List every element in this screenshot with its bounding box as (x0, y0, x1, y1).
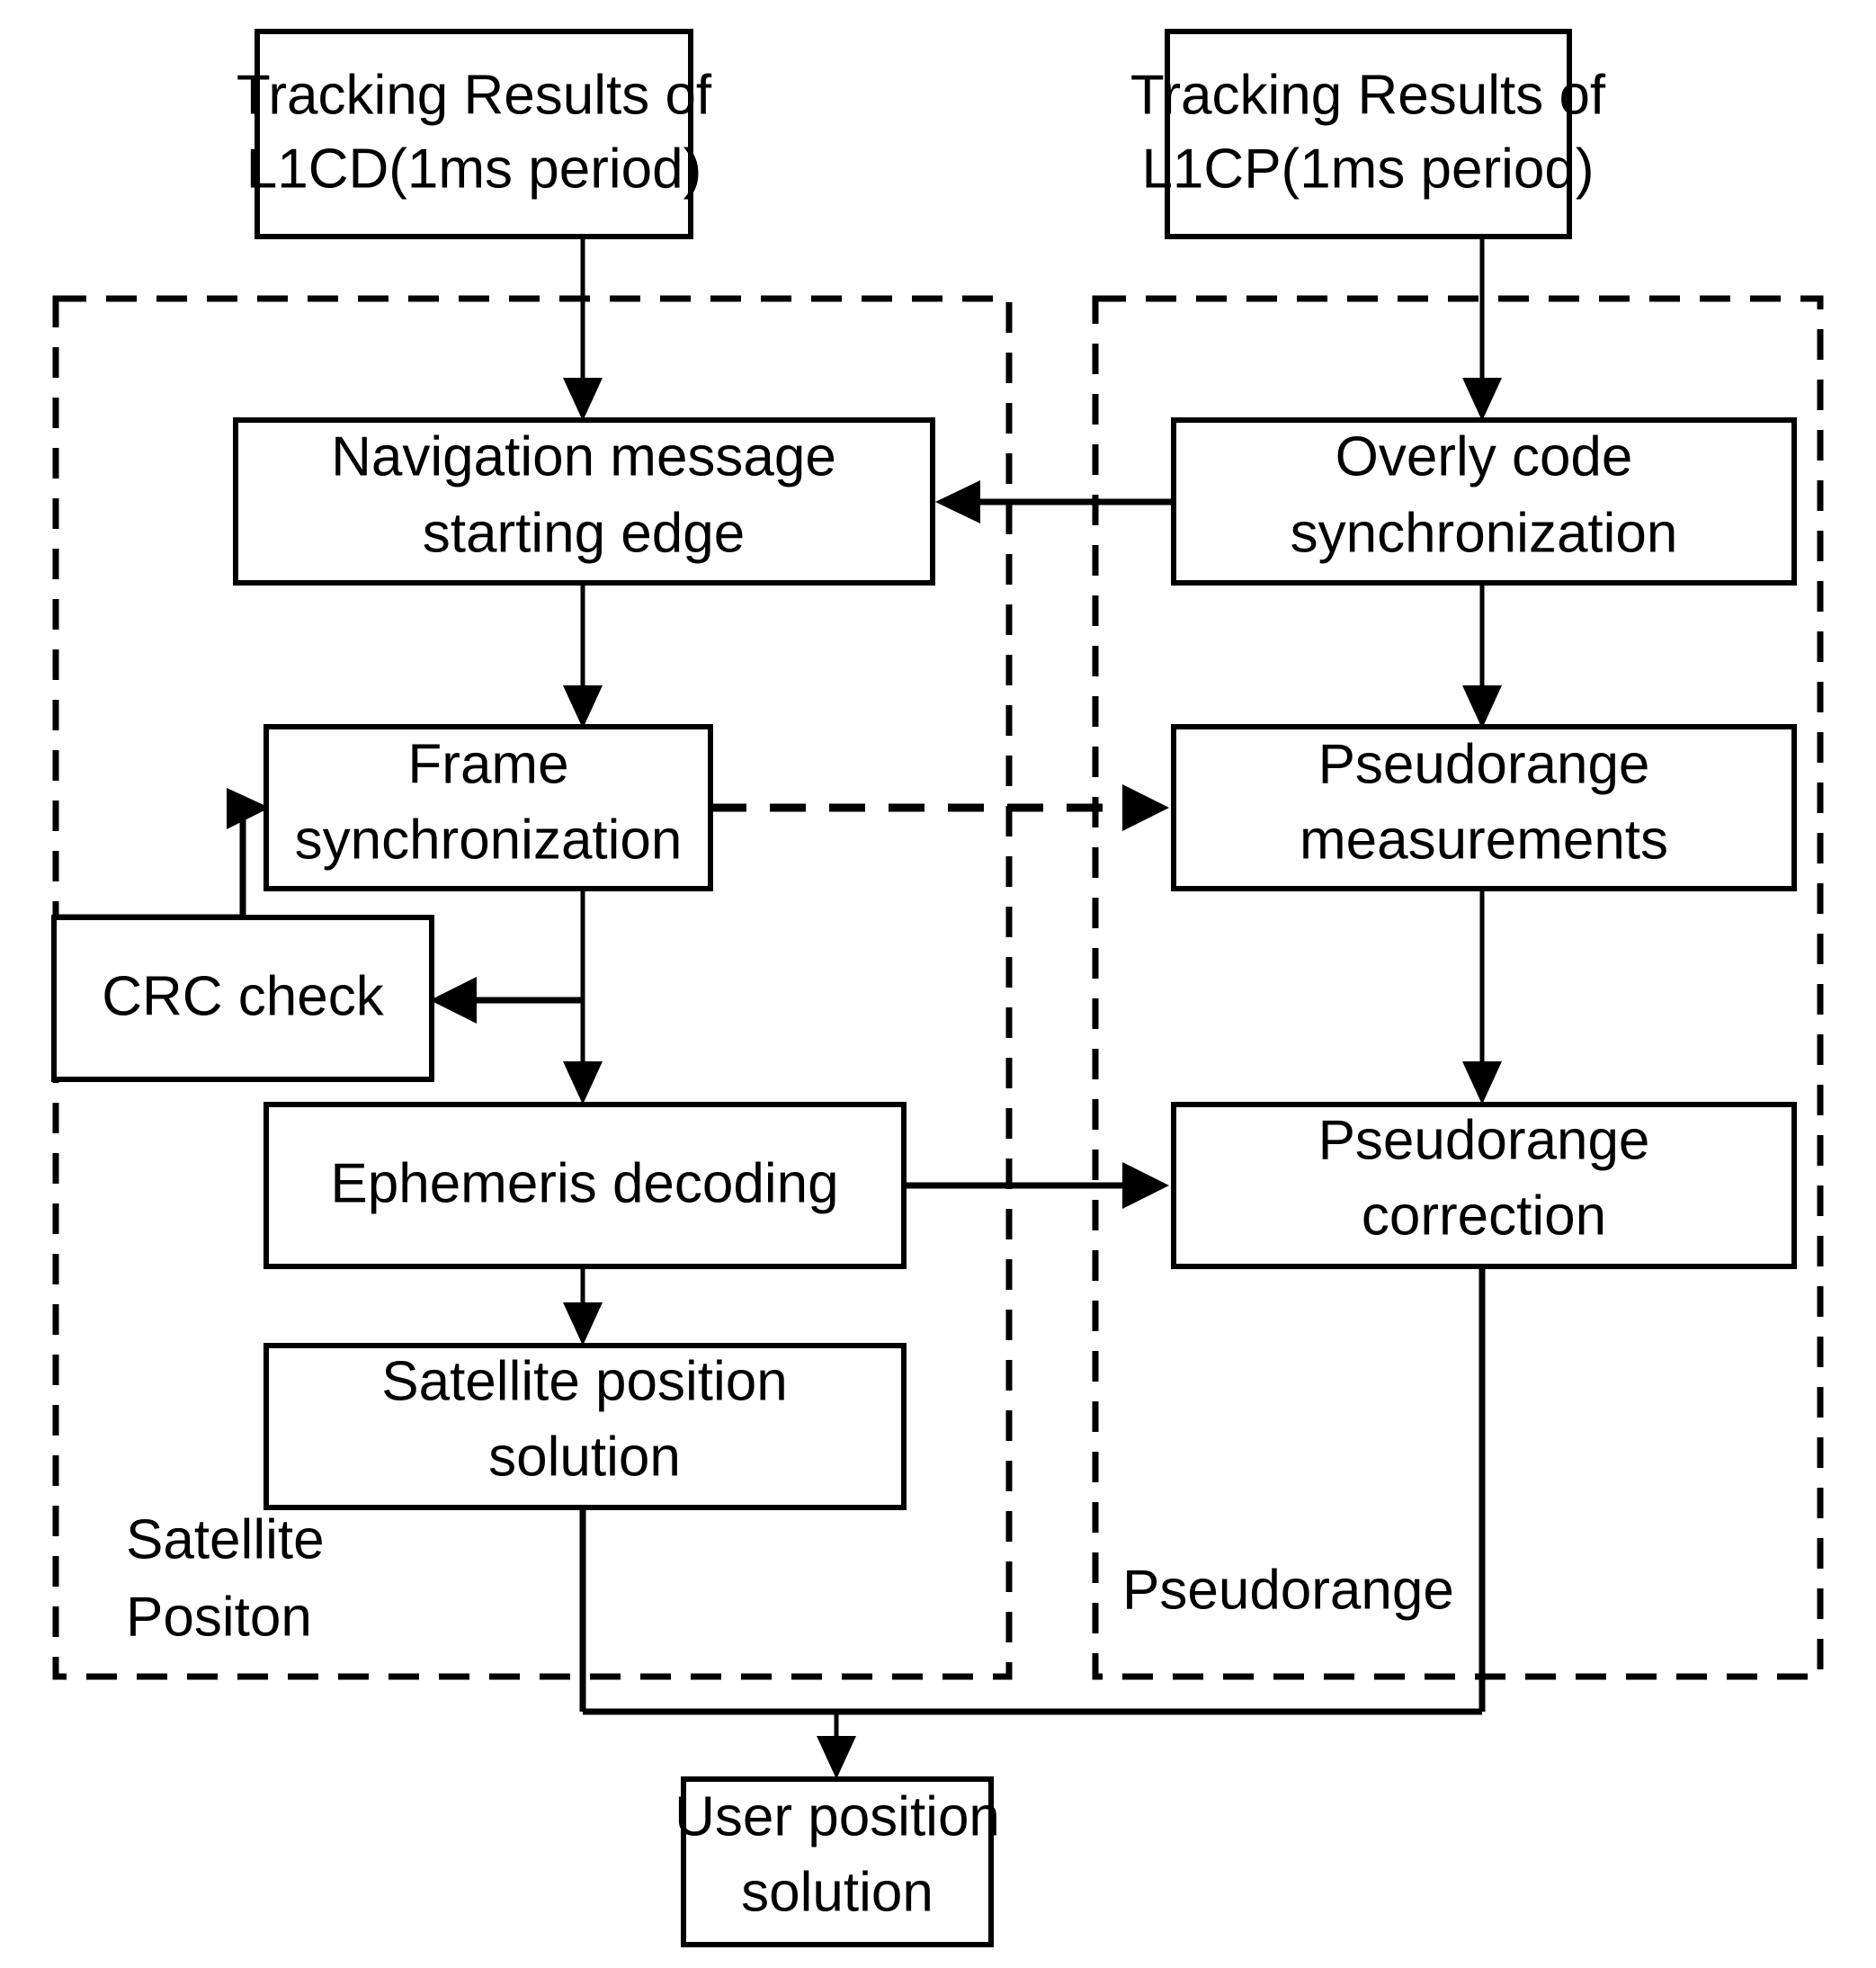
node-frame-synchronization[interactable]: Frame synchronization (264, 724, 713, 891)
node-user-pos-line2: solution (741, 1861, 934, 1923)
node-pr-corr-line1: Pseudorange (1318, 1109, 1650, 1171)
group-label-pseudorange: Pseudorange (1122, 1559, 1454, 1621)
node-tracking-results-l1cd[interactable]: Tracking Results of L1CD(1ms period) (237, 29, 712, 239)
node-overly-code-synchronization[interactable]: Overly code synchronization (1171, 417, 1797, 586)
node-ephemeris-decoding-label: Ephemeris decoding (330, 1152, 838, 1214)
node-frame-sync-line1: Frame (407, 733, 568, 795)
node-user-pos-line1: User position (674, 1785, 1000, 1847)
node-user-position-solution[interactable]: User position solution (674, 1776, 1000, 1947)
group-label-satellite-line2: Positon (126, 1586, 312, 1648)
node-crc-check[interactable]: CRC check (51, 915, 434, 1082)
node-overly-code-line1: Overly code (1336, 425, 1633, 488)
edge-crc-to-frame-sync (54, 788, 270, 921)
edge-overlay-to-pr-meas (1462, 583, 1502, 729)
node-pseudorange-correction[interactable]: Pseudorange correction (1171, 1102, 1797, 1269)
group-label-satellite-line1: Satellite (126, 1508, 325, 1570)
node-tracking-results-l1cd-line1: Tracking Results of (237, 64, 712, 126)
edge-l1cd-to-nav-edge (563, 237, 603, 421)
group-pseudorange-boundary (1092, 295, 1824, 1680)
node-crc-check-label: CRC check (102, 965, 385, 1027)
node-tracking-results-l1cp-line1: Tracking Results of (1130, 64, 1606, 126)
edge-overlay-to-nav-edge (935, 480, 1174, 523)
edge-join-to-user-pos (583, 1708, 1482, 1779)
edge-frame-sync-to-crc (430, 977, 583, 1024)
node-ephemeris-decoding[interactable]: Ephemeris decoding (264, 1102, 907, 1269)
node-navigation-message-starting-edge[interactable]: Navigation message starting edge (233, 417, 935, 586)
node-pr-corr-line2: correction (1362, 1185, 1606, 1247)
edge-pr-meas-to-pr-corr (1462, 889, 1502, 1105)
edge-ephemeris-to-pr-corr (904, 1162, 1169, 1209)
node-tracking-results-l1cd-line2: L1CD(1ms period) (246, 138, 702, 200)
edge-frame-sync-to-ephemeris (563, 889, 603, 1105)
node-overly-code-line2: synchronization (1291, 502, 1678, 564)
node-frame-sync-line2: synchronization (295, 809, 683, 871)
node-tracking-results-l1cp[interactable]: Tracking Results of L1CP(1ms period) (1130, 29, 1606, 239)
edge-frame-sync-to-pr-meas (710, 784, 1169, 831)
edge-ephemeris-to-sat-pos (563, 1266, 603, 1346)
node-navigation-message-line1: Navigation message (331, 425, 836, 488)
edge-nav-edge-to-frame-sync (563, 583, 603, 729)
node-navigation-message-line2: starting edge (423, 502, 745, 564)
node-sat-pos-line1: Satellite position (381, 1350, 788, 1412)
node-pseudorange-measurements[interactable]: Pseudorange measurements (1171, 724, 1797, 891)
node-pr-meas-line1: Pseudorange (1318, 733, 1650, 795)
group-satellite-position-boundary (52, 295, 1013, 1680)
node-sat-pos-line2: solution (488, 1426, 681, 1488)
edge-l1cp-to-overlay (1462, 237, 1502, 421)
node-tracking-results-l1cp-line2: L1CP(1ms period) (1141, 138, 1594, 200)
node-satellite-position-solution[interactable]: Satellite position solution (264, 1343, 907, 1510)
node-pr-meas-line2: measurements (1300, 809, 1668, 871)
